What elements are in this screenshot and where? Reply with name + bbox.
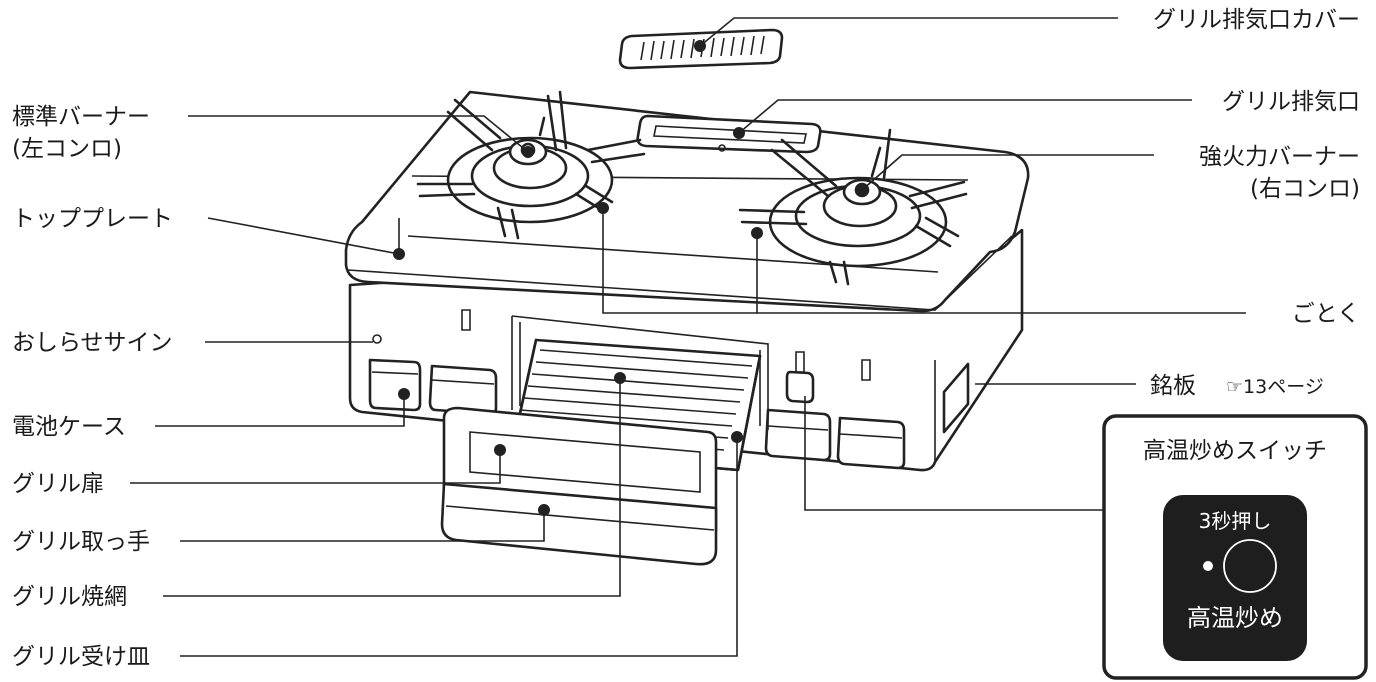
label-grill-grate: グリル焼網 xyxy=(12,584,127,610)
label-grill-exhaust: グリル排気口 xyxy=(1222,89,1360,115)
label-notice-sign: おしらせサイン xyxy=(12,330,173,356)
label-grill-tray: グリル受け皿 xyxy=(12,644,150,670)
labels: グリル排気口カバー グリル排気口 強火力バーナー (右コンロ) 標準バーナー (… xyxy=(12,7,1360,670)
grill-exhaust xyxy=(636,114,822,154)
inset-title: 高温炒めスイッチ xyxy=(1143,438,1327,464)
left-knob-button xyxy=(428,364,498,416)
label-grill-door: グリル扉 xyxy=(12,471,104,497)
switch-indicator-dot xyxy=(1203,561,1213,571)
grill-handle xyxy=(440,482,718,566)
label-grill-handle: グリル取っ手 xyxy=(12,529,150,555)
notice-sign xyxy=(372,334,382,344)
battery-case xyxy=(368,358,422,412)
switch-panel xyxy=(1163,495,1307,661)
label-standard-burner: 標準バーナー xyxy=(12,104,150,130)
leader-lines xyxy=(130,17,1246,657)
label-grill-exhaust-cover: グリル排気口カバー xyxy=(1153,7,1360,33)
label-top-plate: トッププレート xyxy=(12,206,173,232)
right-controls xyxy=(764,408,906,470)
label-strong-burner: 強火力バーナー xyxy=(1199,144,1360,170)
switch-button[interactable] xyxy=(1223,539,1277,593)
switch-button-label: 高温炒め xyxy=(1187,604,1283,632)
label-nameplate-ref: ☞13ページ xyxy=(1226,376,1324,398)
high-temp-switch-inset: 高温炒めスイッチ 3秒押し 高温炒め xyxy=(1102,414,1368,680)
label-nameplate: 銘板 xyxy=(1150,373,1196,399)
switch-hold-text: 3秒押し xyxy=(1199,509,1272,533)
left-burner xyxy=(446,116,614,224)
label-strong-burner-sub: (右コンロ) xyxy=(1250,176,1360,202)
label-standard-burner-sub: (左コンロ) xyxy=(12,136,122,162)
left-trivet xyxy=(416,90,646,240)
high-temp-switch xyxy=(785,370,815,404)
label-trivet: ごとく xyxy=(1292,301,1360,327)
stove-illustration xyxy=(344,28,1030,566)
right-trivet xyxy=(738,138,968,286)
label-battery-case: 電池ケース xyxy=(12,414,126,440)
